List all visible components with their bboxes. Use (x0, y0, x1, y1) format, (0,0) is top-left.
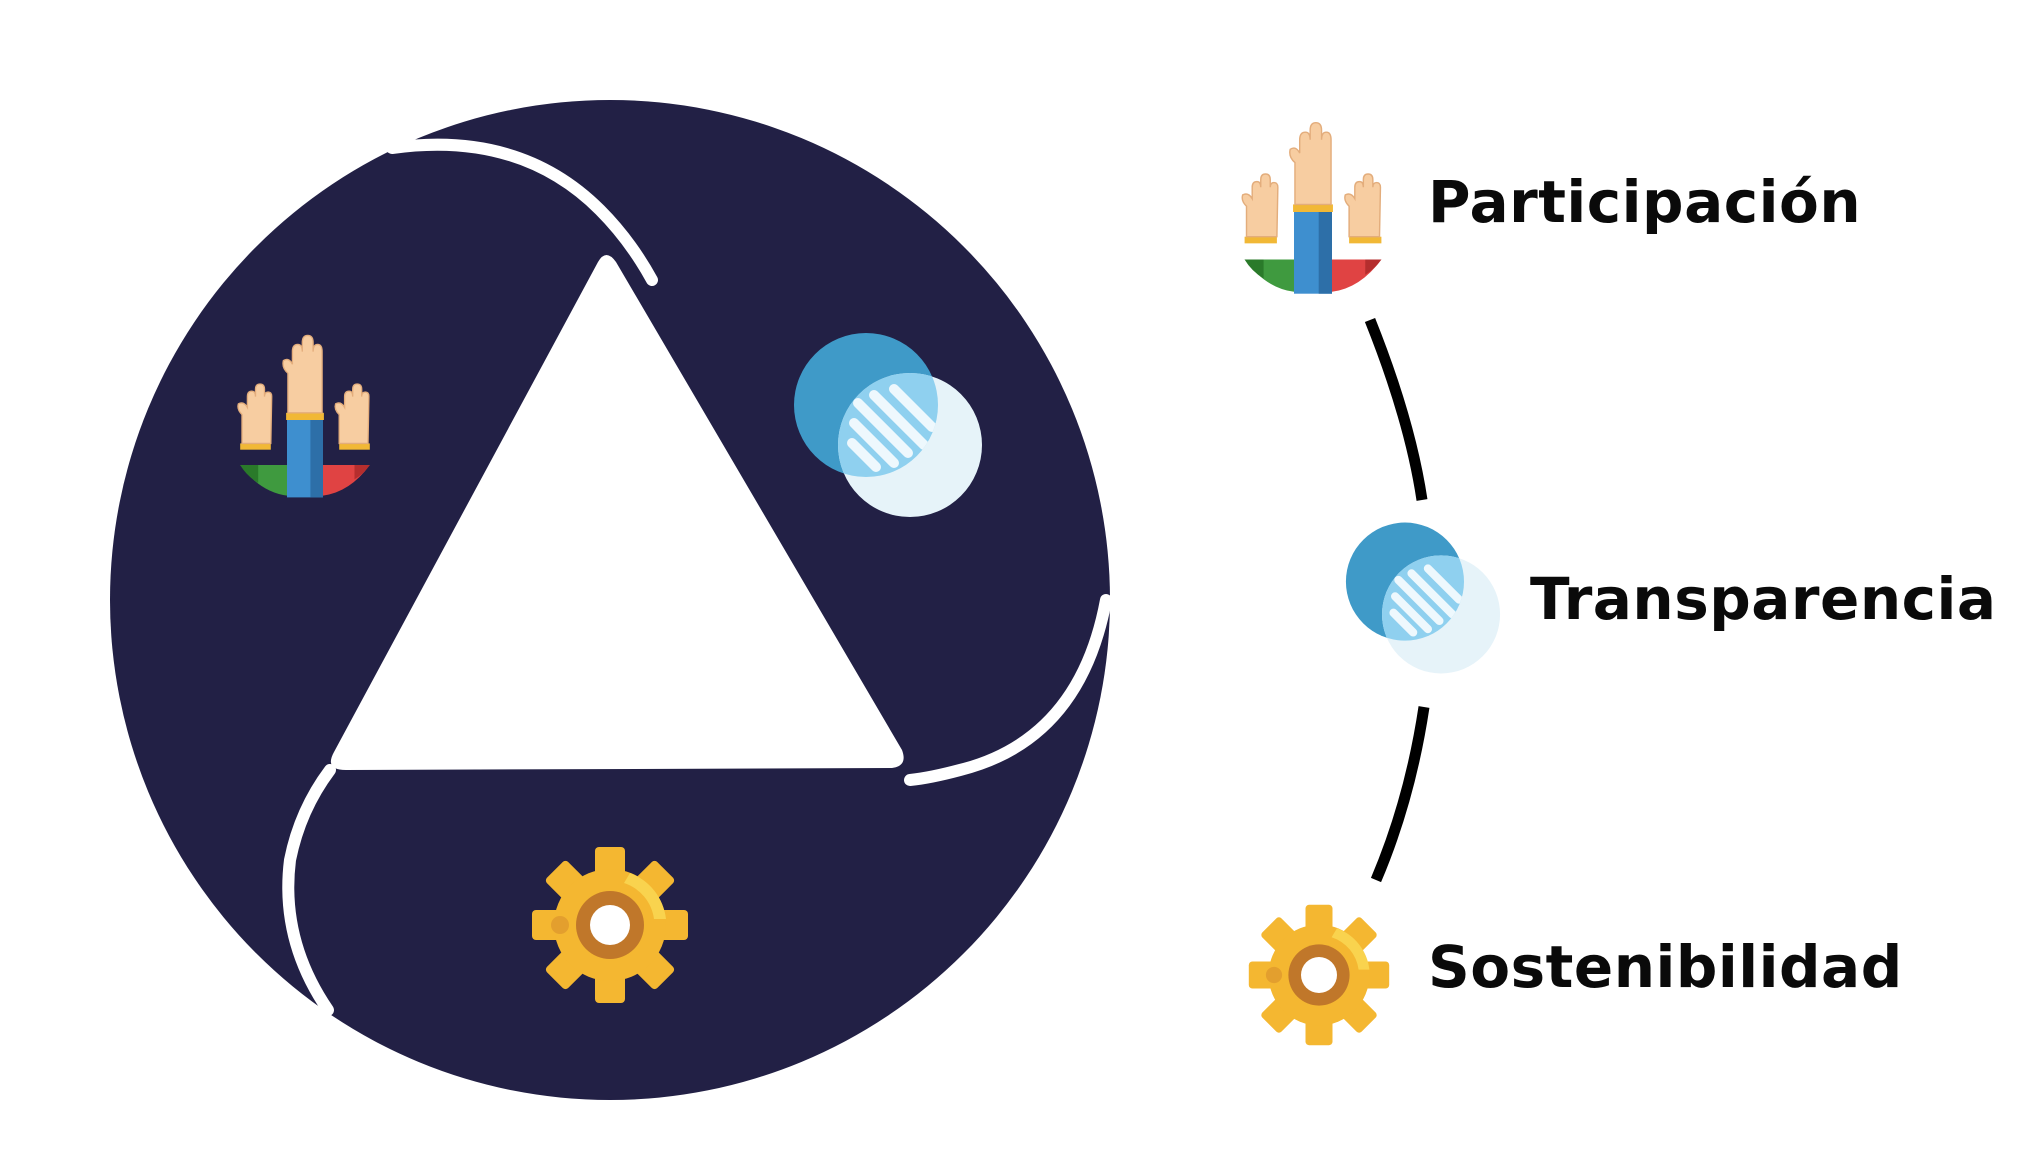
legend-gear-icon (1248, 904, 1390, 1046)
legend-arc (1364, 317, 1430, 883)
legend-label-transparencia: Transparencia (1530, 565, 1997, 633)
legend-raised-hands-icon (1241, 121, 1383, 295)
cycle-logo (110, 100, 1112, 1100)
logo-swirl-dividers (282, 138, 1112, 1016)
legend-label-sostenibilidad: Sostenibilidad (1428, 933, 1903, 1001)
legend-label-participacion: Participación (1428, 168, 1862, 236)
logo-gear-icon (532, 847, 688, 1003)
logo-triangle (330, 255, 904, 770)
legend-overlapping-circles-icon (1346, 523, 1500, 674)
